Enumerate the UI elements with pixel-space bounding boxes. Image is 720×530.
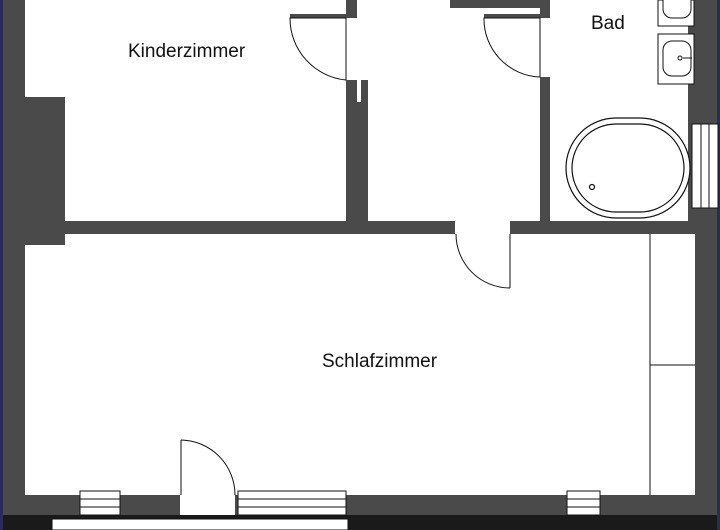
bath-right-wall (688, 0, 695, 221)
terrace-strip (51, 518, 349, 530)
wardrobe (649, 234, 695, 495)
bottom-door-swing (180, 439, 236, 496)
hall-wall-notch (357, 80, 361, 102)
walls (3, 0, 717, 530)
top-wall-hall (450, 0, 540, 8)
bathtub (565, 117, 691, 219)
bad-door-swing (483, 17, 541, 78)
bath-wall-mid (540, 77, 550, 221)
room-label-kinderzimmer: Kinderzimmer (128, 41, 246, 62)
left-wall-column (25, 97, 65, 245)
bath-wall-top-stub (540, 0, 550, 18)
room-label-schlafzimmer: Schlafzimmer (322, 351, 438, 372)
hall-wall-mid (346, 80, 368, 221)
top-wall-bath (484, 14, 540, 18)
right-exterior-wall (695, 0, 717, 530)
hall-wall-top-stub (346, 0, 357, 18)
window-left (79, 490, 121, 516)
bottom-door-opening (180, 495, 235, 515)
top-wall-left (290, 14, 346, 18)
middle-wall-right (510, 221, 695, 234)
window-center (237, 490, 347, 516)
window-right (566, 490, 601, 516)
right-edge-strip (717, 0, 720, 530)
room-label-bad: Bad (591, 13, 625, 34)
doors (180, 17, 541, 496)
middle-wall-left (65, 221, 455, 234)
left-exterior-wall (3, 0, 25, 530)
left-edge-strip (0, 0, 3, 530)
bath-window (691, 123, 719, 209)
sink-lower (657, 33, 695, 85)
bathtub-drain-icon (588, 183, 596, 191)
schlafzimmer-door-swing (455, 233, 511, 289)
bottom-windows (79, 490, 601, 516)
kinderzimmer-door-swing (289, 17, 347, 81)
sink-drain-icon (677, 55, 683, 61)
sink-upper (657, 0, 695, 27)
